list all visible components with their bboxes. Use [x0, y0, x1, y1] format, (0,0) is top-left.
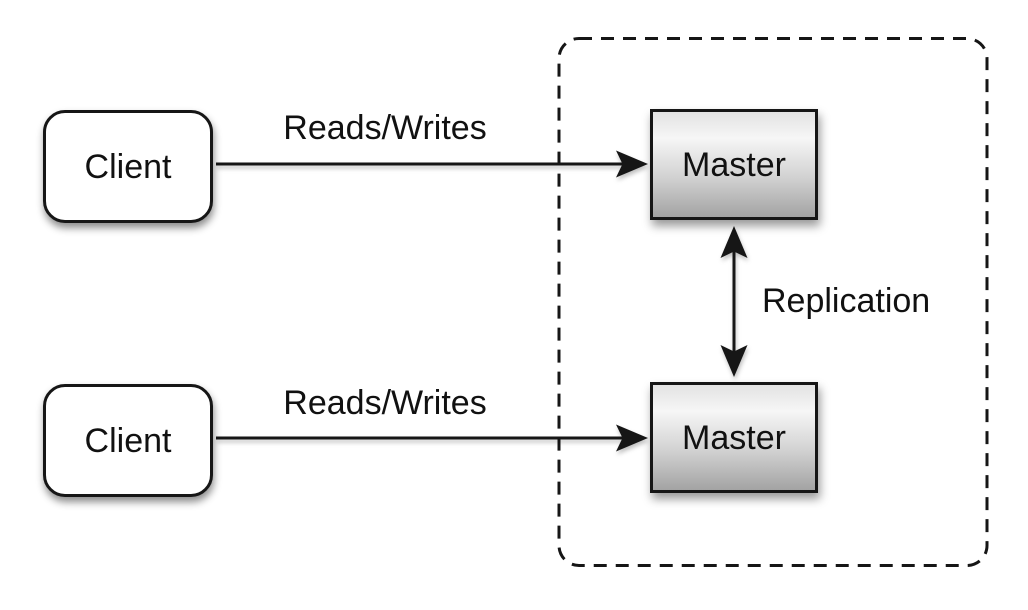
reads-writes-top-arrow — [216, 150, 648, 178]
reads-writes-bottom-edge-label: Reads/Writes — [283, 384, 487, 422]
arrowhead-right-icon — [616, 424, 648, 452]
master-bottom-label: Master — [682, 418, 786, 457]
client-top-node: Client — [43, 110, 213, 223]
reads-writes-top-edge-label: Reads/Writes — [283, 109, 487, 147]
arrowhead-up-icon — [720, 226, 748, 258]
arrowhead-down-icon — [720, 345, 748, 377]
replication-group-boundary — [557, 37, 989, 567]
arrowhead-right-icon — [616, 150, 648, 178]
master-top-node: Master — [650, 109, 818, 220]
client-bottom-label: Client — [84, 421, 172, 460]
client-top-label: Client — [84, 147, 172, 186]
master-bottom-node: Master — [650, 382, 818, 493]
replication-edge-label: Replication — [762, 282, 931, 320]
reads-writes-bottom-arrow — [216, 424, 648, 452]
master-top-label: Master — [682, 145, 786, 184]
client-bottom-node: Client — [43, 384, 213, 497]
replication-arrow — [720, 226, 748, 377]
